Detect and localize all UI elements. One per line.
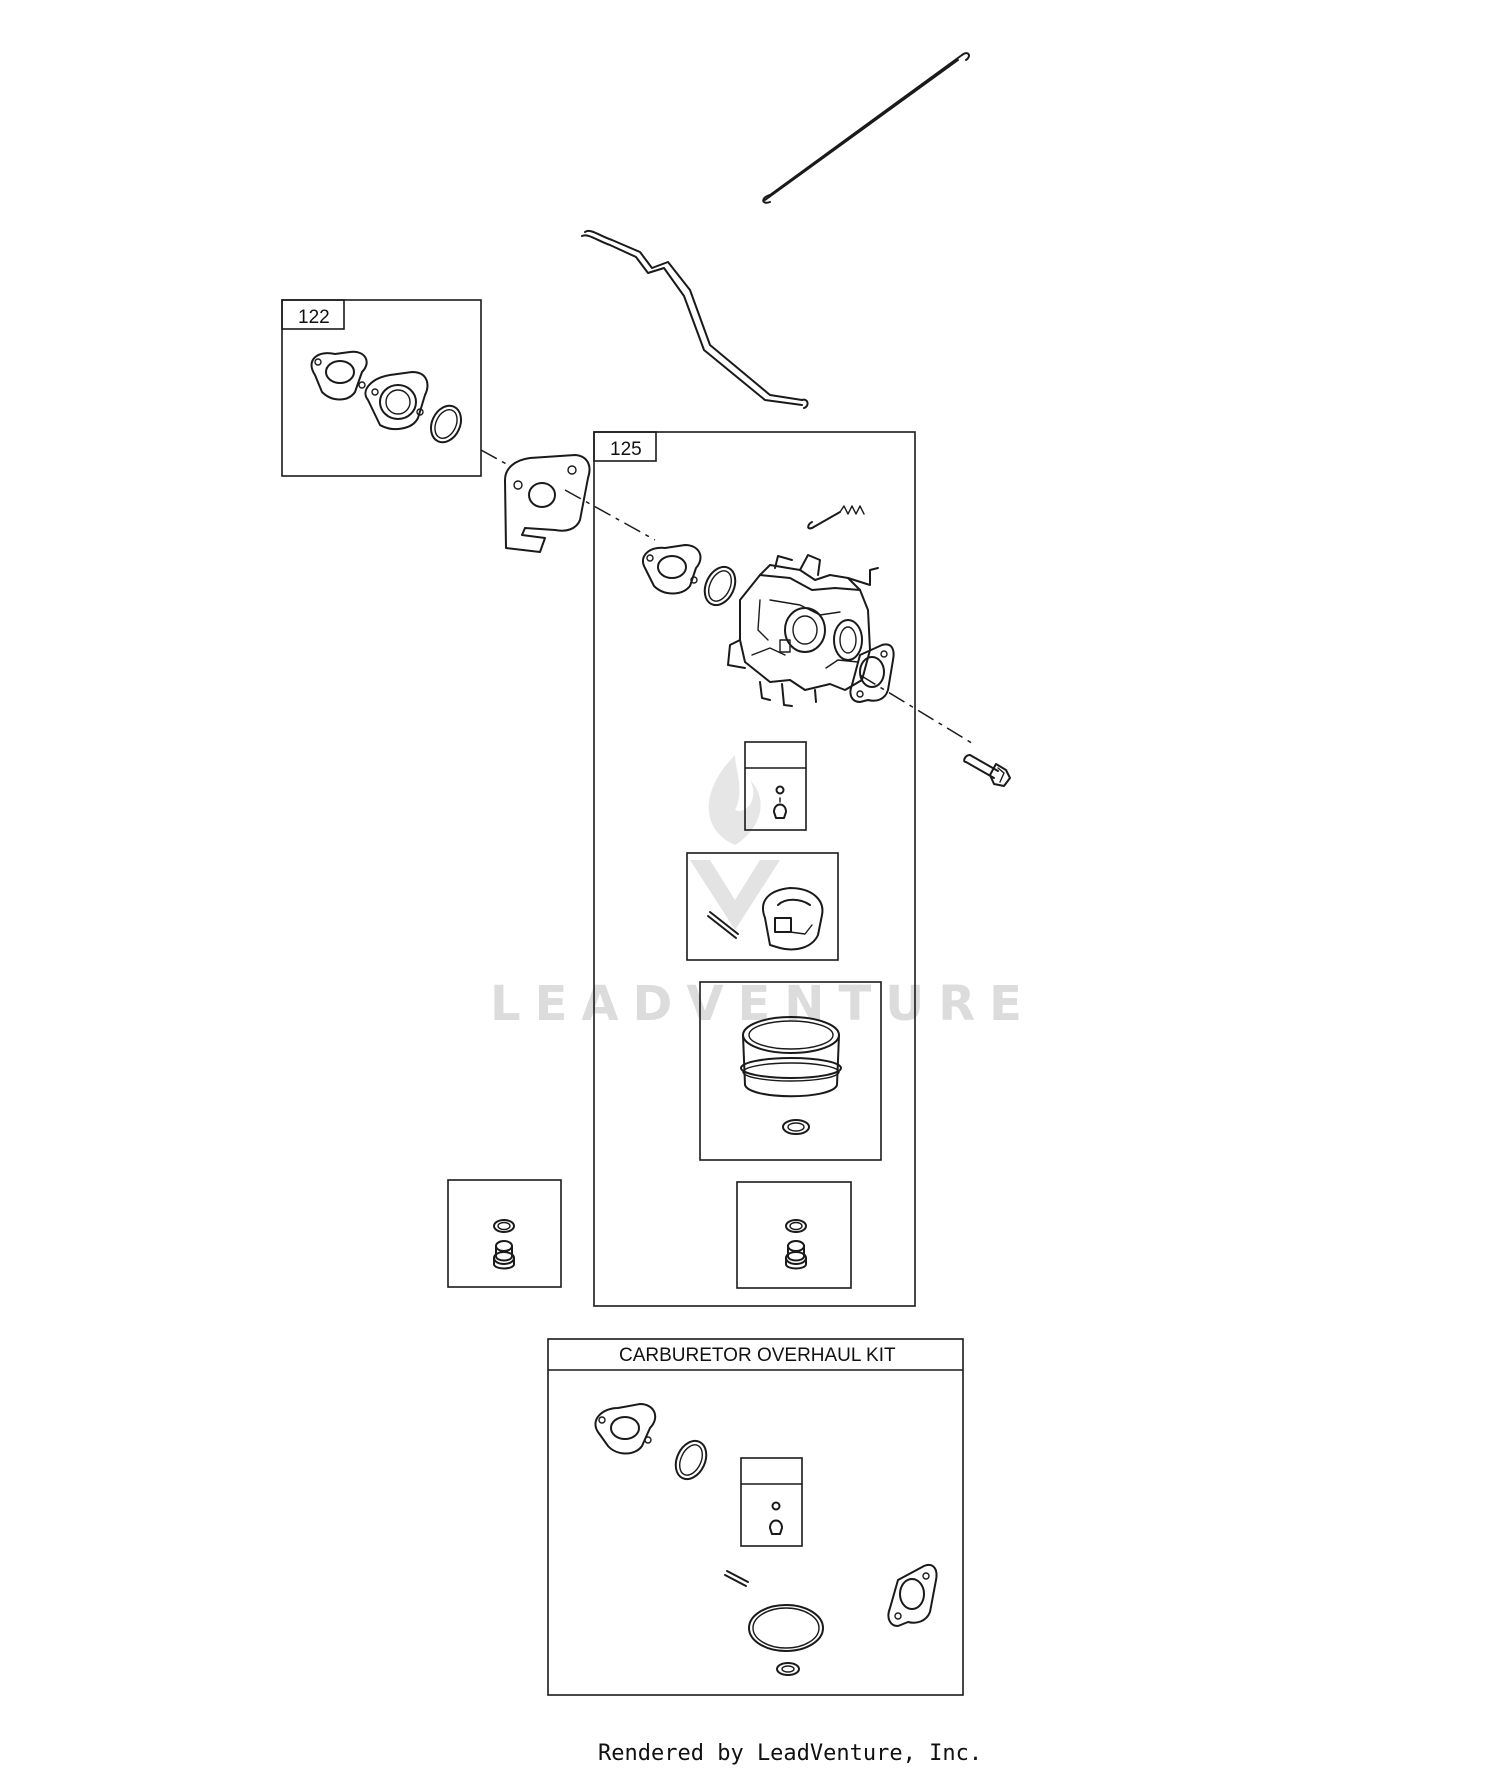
bowl-nut-service-kit[interactable] [447,1179,562,1288]
footer-credit: Rendered by LeadVenture, Inc. [598,1741,982,1766]
throttle-spring [807,505,865,530]
kit-o-ring [674,1439,708,1481]
float-needle-kit [744,741,807,831]
watermark-text: LEADVENTURE [490,976,1036,1032]
intake-spacer-122 [364,371,429,431]
callout-122: 122 [298,307,330,328]
carburetor-o-ring [703,565,737,607]
assembly-122[interactable]: 122 [281,299,482,477]
overhaul-kit-title: CARBURETOR OVERHAUL KIT [619,1345,896,1366]
float-kit [686,852,839,961]
fuel-bowl-kit [699,981,882,1161]
kit-float-pin [726,1570,749,1583]
heat-shield-plate[interactable] [504,454,591,553]
bowl-nut-kit [736,1181,852,1289]
carburetor-overhaul-kit[interactable]: CARBURETOR OVERHAUL KIT [547,1338,964,1696]
kit-float-needle [740,1457,803,1547]
axis-line-1 [480,449,511,467]
carburetor-gasket [642,544,702,595]
carburetor-mounting-bolt[interactable] [963,754,1011,787]
carburetor-outlet-gasket [849,643,895,703]
governor-link-rod[interactable] [581,230,809,409]
assembly-125[interactable]: 125 [593,431,916,1307]
axis-line-3 [859,674,976,746]
callout-125: 125 [610,439,642,460]
intake-gasket-122 [310,350,368,401]
carburetor-body [727,554,879,707]
kit-washer [776,1662,800,1676]
axis-line-2 [564,489,656,541]
kit-intake-gasket [594,1403,657,1455]
throttle-link-rod[interactable] [762,52,970,204]
kit-bowl-gasket [748,1604,824,1652]
watermark-logo: LEADVENTURE [490,755,1036,1032]
kit-outlet-gasket [887,1564,938,1627]
o-ring-122 [429,404,463,444]
